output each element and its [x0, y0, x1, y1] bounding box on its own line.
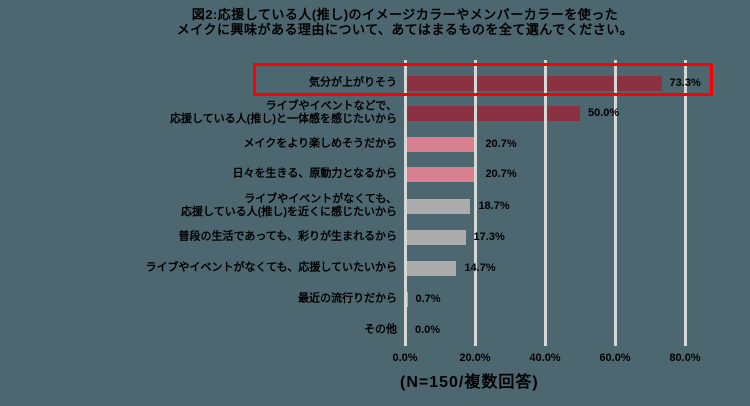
category-label: メイクをより楽しめそうだから: [243, 137, 397, 150]
value-label: 14.7%: [464, 262, 496, 274]
category-label: その他: [364, 323, 397, 336]
x-tick-label: 80.0%: [669, 352, 701, 364]
x-tick-label: 20.0%: [459, 352, 491, 364]
bar: [405, 136, 478, 152]
category-label: 日々を生きる、原動力となるから: [232, 167, 397, 180]
value-label: 20.7%: [485, 138, 517, 150]
gridline: [474, 60, 477, 346]
category-label: ライブやイベントがなくても、 応援している人(推し)を近くに感じたいから: [181, 193, 397, 218]
value-label: 17.3%: [473, 231, 505, 243]
category-label: ライブやイベントがなくても、応援していたいから: [145, 261, 397, 274]
category-label: 普段の生活であっても、彩りが生まれるから: [178, 230, 397, 243]
x-tick-label: 0.0%: [392, 352, 418, 364]
bar: [405, 260, 457, 276]
chart-title-line2: メイクに興味がある理由について、あてはまるものを全て選んでください。: [176, 22, 634, 37]
gridline: [684, 60, 687, 346]
category-label: 最近の流行りだから: [298, 292, 397, 305]
bar: [405, 229, 466, 245]
x-tick-label: 60.0%: [599, 352, 631, 364]
chart-title: 図2:応援している人(推し)のイメージカラーやメンバーカラーを使った メイクに興…: [55, 7, 750, 37]
highlight-box: [253, 63, 713, 96]
chart-title-line1: 図2:応援している人(推し)のイメージカラーやメンバーカラーを使った: [191, 7, 619, 22]
gridline: [404, 60, 407, 346]
value-label: 0.0%: [415, 324, 441, 336]
value-label: 0.7%: [415, 293, 441, 305]
x-tick-label: 40.0%: [529, 352, 561, 364]
bar: [405, 105, 580, 121]
category-label: 気分が上がりそう: [309, 76, 397, 89]
category-label: ライブやイベントなどで、 応援している人(推し)と一体感を感じたいから: [170, 100, 397, 125]
gridline: [614, 60, 617, 346]
bar: [405, 198, 471, 214]
bar: [405, 75, 662, 91]
sample-size-note: (N=150/複数回答): [400, 374, 539, 391]
value-label: 18.7%: [478, 200, 510, 212]
value-label: 73.3%: [669, 77, 701, 89]
value-label: 20.7%: [485, 168, 517, 180]
value-label: 50.0%: [588, 107, 620, 119]
gridline: [544, 60, 547, 346]
bar: [405, 166, 478, 182]
